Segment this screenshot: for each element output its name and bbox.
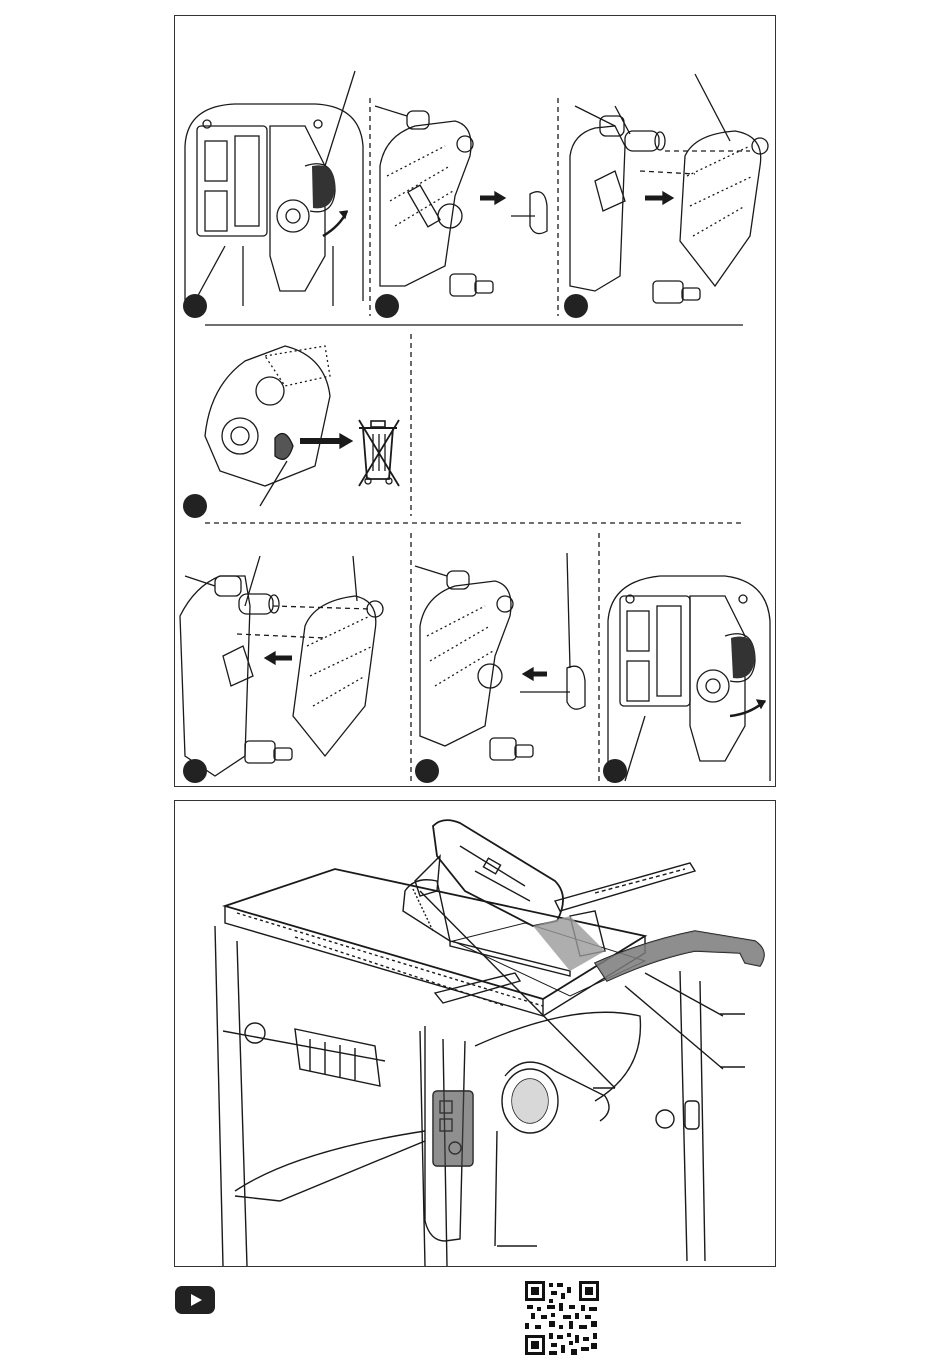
step-7-marker [603,759,627,783]
step-6-marker [415,759,439,783]
video-play-icon[interactable] [175,1285,215,1315]
step-1-marker [183,294,207,318]
table-saw-panel [174,800,776,1267]
step-2-marker [375,294,399,318]
video-play-icon-graphic [175,1285,215,1315]
step-4-marker [183,494,207,518]
instruction-steps-panel [174,15,776,787]
step-5-marker [183,759,207,783]
instruction-steps-illustration [175,16,777,788]
table-saw-illustration [175,801,777,1268]
qr-code-icon[interactable] [525,1281,599,1355]
step-3-marker [564,294,588,318]
qr-code-icon-graphic [525,1281,599,1355]
